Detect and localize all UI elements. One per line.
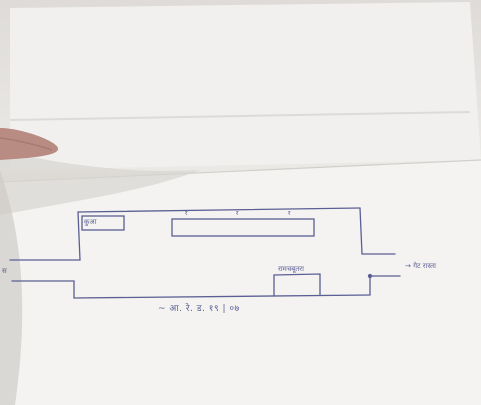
- fold-shadow: [0, 170, 23, 405]
- back-sheet-fold: [9, 111, 471, 121]
- bench-tick: र: [185, 210, 188, 217]
- outline-left-upper: [77, 211, 81, 261]
- gate-label: → गेट रास्ता: [405, 262, 436, 270]
- bench-tick: र: [236, 210, 239, 217]
- bench-tick: र: [288, 210, 291, 217]
- outline-right-upper: [359, 207, 363, 255]
- stage-label: रामचबूतरा: [278, 265, 304, 273]
- back-sheet: [10, 2, 481, 170]
- bench: [171, 218, 315, 237]
- finger-shade: [0, 137, 53, 151]
- sketch-caption: ~ आ. रे. ड. १९ | ०७: [158, 304, 240, 314]
- hand-shadow: [0, 150, 200, 215]
- outline-top: [77, 207, 361, 213]
- outline-bottom: [73, 294, 371, 299]
- stage-box: [273, 273, 321, 297]
- well-label: कुआ: [83, 217, 97, 227]
- side-mark: स: [2, 267, 7, 275]
- gate-dot: [367, 273, 373, 279]
- well-box: [81, 215, 125, 231]
- building-outline: [9, 207, 401, 299]
